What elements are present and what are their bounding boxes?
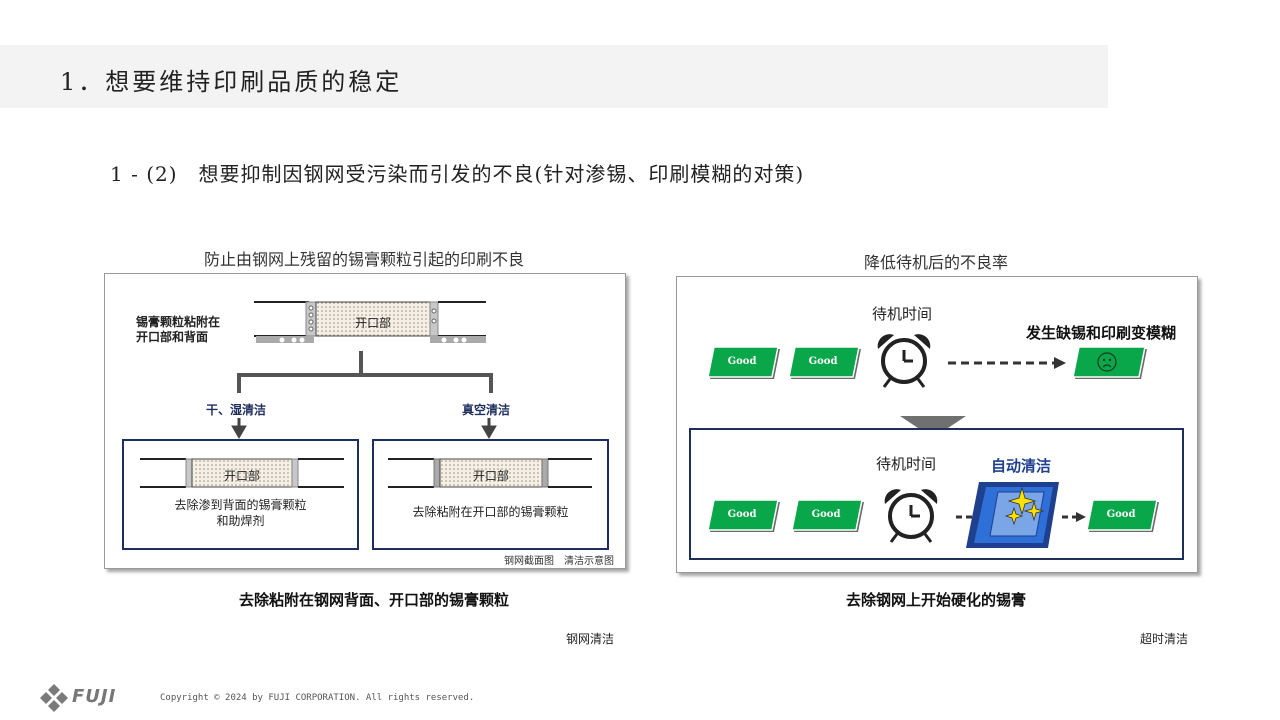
alarm-clock-icon-top [877, 334, 931, 388]
stencil-diagram [231, 301, 497, 439]
branch-label-vacuum: 真空清洁 [462, 403, 511, 417]
good-card-5 [1087, 500, 1159, 532]
vacuum-stencil [388, 458, 592, 488]
page-subtitle: 1 - (2) 想要抑制因钢网受污染而引发的不良(针对渗锡、印刷模糊的对策) [110, 162, 805, 186]
sparkle-icon [1004, 486, 1045, 526]
arrow-head-top [1054, 357, 1066, 369]
branch-connector [237, 351, 493, 393]
dry-wet-text-2: 和助焊剂 [216, 514, 265, 528]
wait-label-top: 待机时间 [872, 305, 933, 323]
dry-wet-opening-label: 开口部 [223, 469, 260, 483]
good-card-1-label: Good [727, 356, 757, 367]
left-heading: 防止由钢网上残留的锡膏颗粒引起的印刷不良 [203, 250, 524, 269]
left-footnote: 钢网截面图 清洁示意图 [504, 556, 614, 567]
good-card-4-label: Good [811, 509, 841, 520]
good-card-1 [708, 347, 780, 379]
stencil-top [254, 301, 486, 343]
auto-clean-label: 自动清洁 [991, 457, 1052, 475]
defect-label: 发生缺锡和印刷变模糊 [1026, 324, 1177, 342]
good-card-4 [792, 500, 864, 532]
right-caption: 去除钢网上开始硬化的锡膏 [845, 591, 1026, 609]
particle-label-1: 锡膏颗粒粘附在 [136, 315, 221, 329]
left-tag: 钢网清洁 [566, 632, 615, 646]
particle-label-2: 开口部和背面 [136, 330, 209, 344]
good-card-3-label: Good [727, 509, 757, 520]
down-triangle-arrow [900, 416, 966, 438]
arrow-head-bottom [1076, 512, 1086, 522]
left-caption: 去除粘附在钢网背面、开口部的锡膏颗粒 [238, 591, 509, 609]
auto-clean-box [689, 428, 1184, 560]
defect-card [1073, 347, 1147, 379]
dry-wet-result-box [122, 439, 359, 550]
good-card-3 [708, 500, 780, 532]
opening-label-top: 开口部 [354, 316, 391, 330]
good-card-2-label: Good [808, 356, 838, 367]
good-card-2 [789, 347, 861, 379]
standby-flow-diagram [689, 334, 1184, 560]
vacuum-opening-label: 开口部 [472, 469, 509, 483]
copyright-text: Copyright © 2024 by FUJI CORPORATION. Al… [160, 693, 475, 703]
branch-label-dry-wet: 干、湿清洁 [206, 403, 267, 417]
title-bar [0, 45, 1108, 108]
dry-wet-text-1: 去除渗到背面的锡膏颗粒 [174, 498, 307, 512]
vacuum-result-box [372, 439, 609, 550]
brand-logo-text: FUJI [72, 686, 117, 707]
right-heading: 降低待机后的不良率 [863, 253, 1008, 272]
good-card-5-label: Good [1106, 509, 1136, 520]
branch-arrows [231, 418, 497, 439]
sad-face-icon [1097, 352, 1117, 372]
wait-label-bottom: 待机时间 [876, 455, 937, 473]
vacuum-text: 去除粘附在开口部的锡膏颗粒 [412, 505, 569, 519]
fuji-logo-icon [40, 684, 68, 712]
dry-wet-stencil [140, 458, 344, 488]
right-tag: 超时清洁 [1140, 632, 1189, 646]
page-title: 1．想要维持印刷品质的稳定 [60, 68, 403, 96]
alarm-clock-icon-bottom [884, 489, 938, 543]
